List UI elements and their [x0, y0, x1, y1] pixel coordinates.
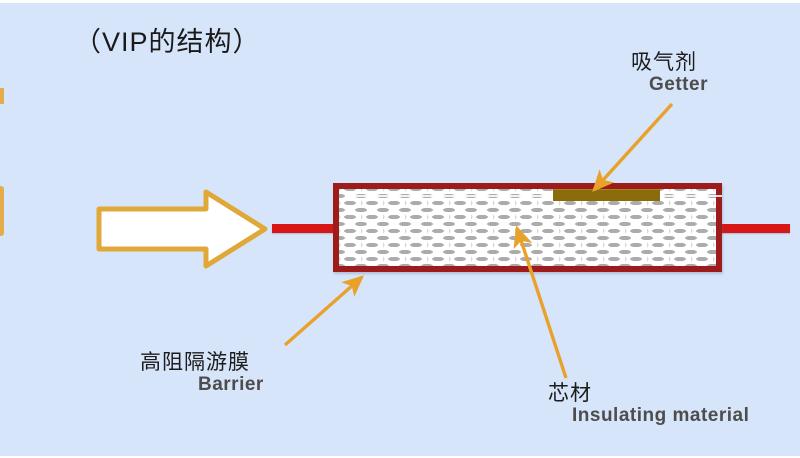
panel-inner-highlight: [345, 195, 722, 197]
callout-barrier-en: Barrier: [198, 374, 264, 396]
callout-barrier: 高阻隔游膜 Barrier: [140, 351, 264, 396]
callout-barrier-cn: 高阻隔游膜: [140, 351, 250, 374]
callout-core: 芯材 Insulating material: [548, 382, 750, 427]
seal-stub-left: [272, 224, 336, 233]
left-edge-artifact-lower: [0, 186, 4, 236]
vacuum-insulation-panel: [333, 183, 722, 272]
callout-core-en: Insulating material: [572, 405, 750, 427]
seal-stub-right: [719, 224, 790, 233]
left-edge-artifact-upper: [0, 88, 4, 104]
callout-getter-cn: 吸气剂: [631, 51, 697, 74]
callout-getter-en: Getter: [649, 74, 708, 96]
top-edge-band: [0, 0, 800, 3]
callout-core-cn: 芯材: [548, 382, 592, 405]
leader-getter: [592, 102, 674, 193]
bottom-edge-band: [0, 456, 800, 458]
flow-arrow-icon: [96, 189, 268, 269]
page-title: （VIP的结构）: [74, 27, 261, 57]
getter-strip: [553, 189, 660, 201]
leader-barrier: [283, 275, 365, 347]
callout-getter: 吸气剂 Getter: [631, 51, 708, 96]
